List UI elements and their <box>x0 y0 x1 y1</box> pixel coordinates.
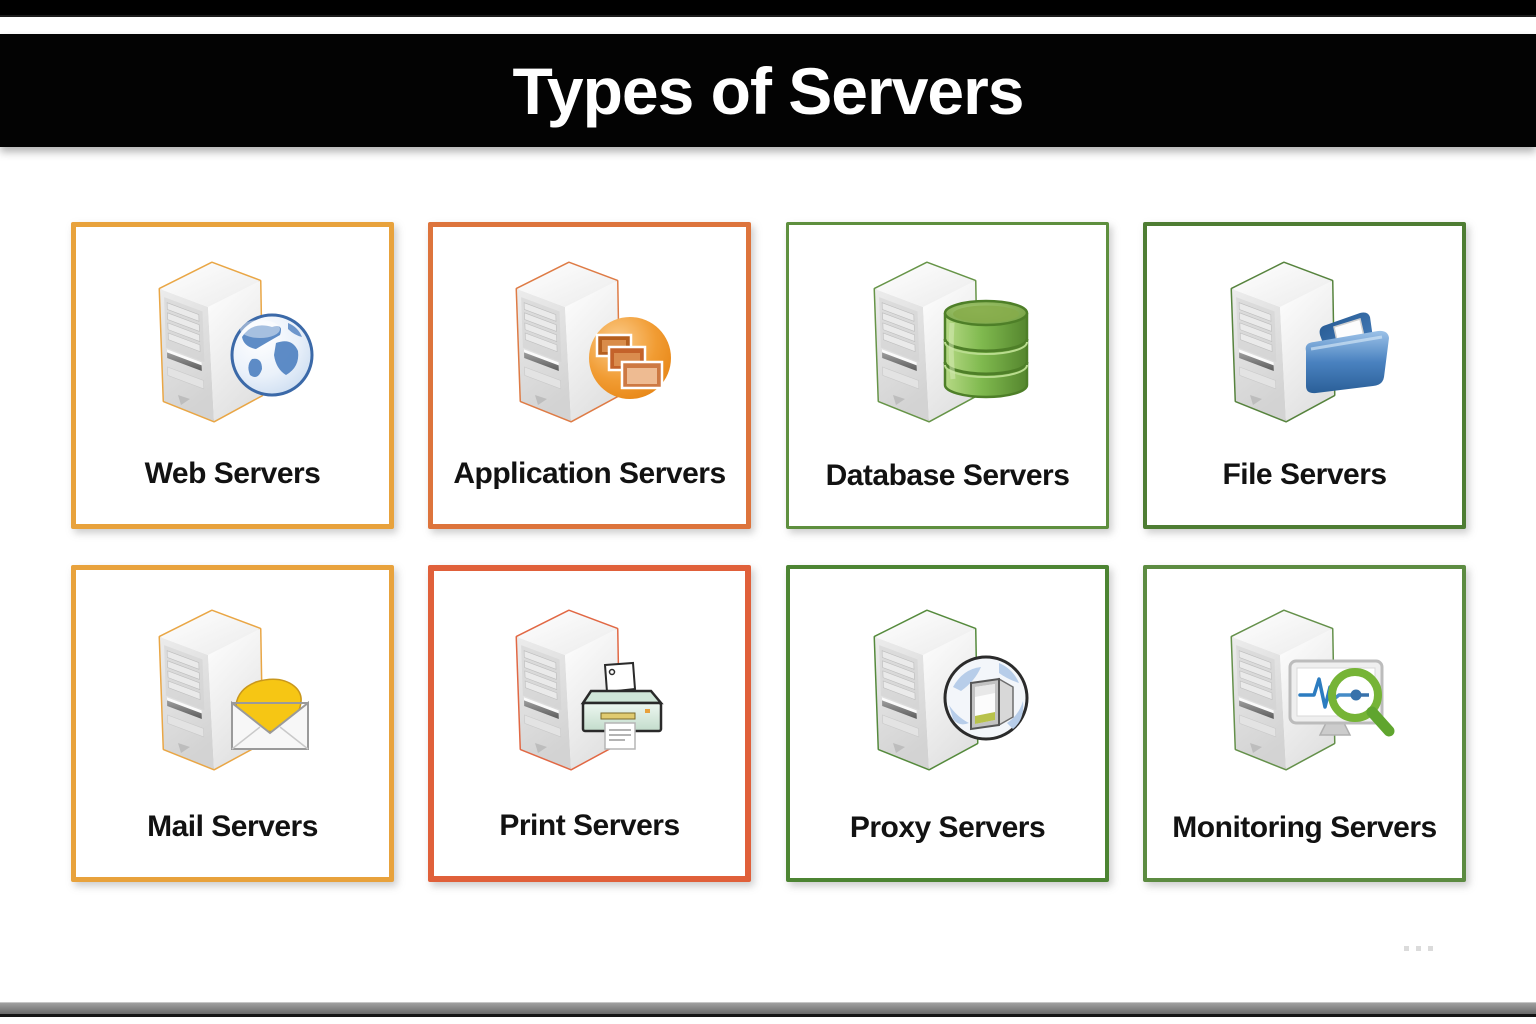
server-card-print: Print Servers <box>428 565 751 882</box>
server-tower-icon <box>76 233 389 446</box>
globe-open-box-icon <box>943 655 1029 740</box>
server-tower-icon <box>1147 575 1462 800</box>
server-card-label: Monitoring Servers <box>1172 811 1437 844</box>
server-card-label: Application Servers <box>453 457 726 490</box>
server-tower-icon <box>76 576 389 799</box>
globe-icon <box>230 313 314 396</box>
server-card-label: Web Servers <box>144 457 321 490</box>
server-tower-icon <box>1147 232 1462 447</box>
watermark-artifact <box>1404 946 1433 951</box>
database-cylinders-icon <box>943 299 1029 398</box>
page-title: Types of Servers <box>512 53 1024 128</box>
server-card-proxy: Proxy Servers <box>786 565 1109 882</box>
server-card-label: Print Servers <box>499 809 680 842</box>
server-card-database: Database Servers <box>786 222 1109 529</box>
server-card-mail: Mail Servers <box>71 565 394 882</box>
server-card-label: Database Servers <box>825 459 1070 492</box>
open-folder-icon <box>1305 312 1389 393</box>
server-card-label: File Servers <box>1222 458 1387 491</box>
server-card-label: Mail Servers <box>147 810 318 843</box>
server-tower-icon <box>434 577 745 798</box>
server-tower-icon <box>789 231 1106 448</box>
server-card-web: Web Servers <box>71 222 394 529</box>
server-card-monitoring: Monitoring Servers <box>1143 565 1466 882</box>
server-tower-icon <box>790 575 1105 800</box>
application-windows-icon <box>589 316 671 399</box>
server-card-application: Application Servers <box>428 222 751 529</box>
printer-icon <box>580 661 664 750</box>
server-tower-icon <box>433 233 746 446</box>
top-black-strip <box>0 0 1536 17</box>
monitor-magnifier-icon <box>1288 659 1395 736</box>
bottom-gray-bar <box>0 1002 1536 1017</box>
server-card-file: File Servers <box>1143 222 1466 529</box>
server-card-label: Proxy Servers <box>849 811 1046 844</box>
envelope-icon <box>231 678 309 750</box>
title-bar: Types of Servers <box>0 34 1536 147</box>
